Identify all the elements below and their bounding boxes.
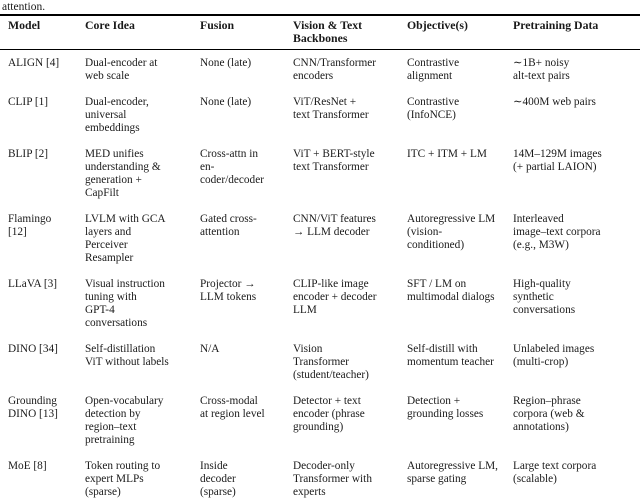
cell-pretraining: Region–phrase corpora (web & annotations… xyxy=(513,395,585,433)
cell-core-idea: Dual-encoder, universal embeddings xyxy=(85,96,149,134)
column-header-model: Model xyxy=(0,15,85,50)
table-row-align: ALIGN [4] Dual-encoder at web scale None… xyxy=(0,50,640,97)
cell-model: DINO [34] xyxy=(8,343,58,355)
cell-backbones: ViT + BERT-style text Transformer xyxy=(293,148,375,173)
table-row-blip: BLIP [2] MED unifies understanding & gen… xyxy=(0,148,640,213)
cell-objectives: Detection + grounding losses xyxy=(407,395,484,420)
cell-model: Flamingo [12] xyxy=(8,213,52,238)
cell-fusion: Cross-modal at region level xyxy=(200,395,265,420)
cell-core-idea: MED unifies understanding & generation +… xyxy=(85,148,161,199)
cell-backbones: CNN/Transformer encoders xyxy=(293,57,377,82)
cell-fusion: None (late) xyxy=(200,57,252,69)
column-header-backbones: Vision & Text Backbones xyxy=(293,15,407,50)
cell-fusion: Inside decoder (sparse) xyxy=(200,460,236,498)
column-header-fusion: Fusion xyxy=(200,15,293,50)
cell-backbones: ViT/ResNet + text Transformer xyxy=(293,96,369,121)
cell-pretraining: Large text corpora (scalable) xyxy=(513,460,597,485)
cell-fusion: None (late) xyxy=(200,96,252,108)
table-row-grounding-dino: Grounding DINO [13] Open-vocabulary dete… xyxy=(0,395,640,460)
cell-fusion: Gated cross- attention xyxy=(200,213,257,238)
cell-objectives: ITC + ITM + LM xyxy=(407,148,487,160)
cell-pretraining: High-quality synthetic conversations xyxy=(513,278,576,316)
table-row-clip: CLIP [1] Dual-encoder, universal embeddi… xyxy=(0,96,640,148)
cell-fusion: Cross-attn in en- coder/decoder xyxy=(200,148,264,186)
cell-backbones: Detector + text encoder (phrase groundin… xyxy=(293,395,365,433)
cell-core-idea: Visual instruction tuning with GPT-4 con… xyxy=(85,278,165,329)
column-header-objectives: Objective(s) xyxy=(407,15,513,50)
cell-backbones: Decoder-only Transformer with experts xyxy=(293,460,372,498)
column-header-core-idea: Core Idea xyxy=(85,15,200,50)
table-header-row: Model Core Idea Fusion Vision & Text Bac… xyxy=(0,15,640,50)
cell-backbones: Vision Transformer (student/teacher) xyxy=(293,343,369,381)
table-row-moe: MoE [8] Token routing to expert MLPs (sp… xyxy=(0,460,640,500)
cell-objectives: Autoregressive LM (vision- conditioned) xyxy=(407,213,496,251)
cell-model: CLIP [1] xyxy=(8,96,49,108)
cell-pretraining: ∼1B+ noisy alt-text pairs xyxy=(513,57,570,82)
cell-objectives: Self-distill with momentum teacher xyxy=(407,343,494,368)
cell-model: ALIGN [4] xyxy=(8,57,60,69)
cell-model: BLIP [2] xyxy=(8,148,49,160)
cell-core-idea: Dual-encoder at web scale xyxy=(85,57,158,82)
cell-fusion: Projector → LLM tokens xyxy=(200,278,257,303)
cell-objectives: SFT / LM on multimodal dialogs xyxy=(407,278,495,303)
cell-core-idea: Open-vocabulary detection by region–text… xyxy=(85,395,164,446)
cell-objectives: Contrastive (InfoNCE) xyxy=(407,96,460,121)
caption-tail-text: attention. xyxy=(2,1,46,13)
cell-backbones: CNN/ViT features → LLM decoder xyxy=(293,213,376,238)
column-header-pretraining-data: Pretraining Data xyxy=(513,15,640,50)
cell-core-idea: Token routing to expert MLPs (sparse) xyxy=(85,460,161,498)
cell-objectives: Contrastive alignment xyxy=(407,57,460,82)
cell-core-idea: LVLM with GCA layers and Perceiver Resam… xyxy=(85,213,166,264)
cell-pretraining: ∼400M web pairs xyxy=(513,96,596,108)
cell-model: Grounding DINO [13] xyxy=(8,395,58,420)
table-row-dino: DINO [34] Self-distillation ViT without … xyxy=(0,343,640,395)
cell-pretraining: Unlabeled images (multi-crop) xyxy=(513,343,595,368)
cell-pretraining: 14M–129M images (+ partial LAION) xyxy=(513,148,602,173)
table-row-flamingo: Flamingo [12] LVLM with GCA layers and P… xyxy=(0,213,640,278)
cell-core-idea: Self-distillation ViT without labels xyxy=(85,343,169,368)
cell-objectives: Autoregressive LM, sparse gating xyxy=(407,460,498,485)
cell-backbones: CLIP-like image encoder + decoder LLM xyxy=(293,278,377,316)
cell-fusion: N/A xyxy=(200,343,220,355)
table-row-llava: LLaVA [3] Visual instruction tuning with… xyxy=(0,278,640,343)
cell-model: MoE [8] xyxy=(8,460,47,472)
cell-pretraining: Interleaved image–text corpora (e.g., M3… xyxy=(513,213,601,251)
model-comparison-table: Model Core Idea Fusion Vision & Text Bac… xyxy=(0,14,640,500)
cell-model: LLaVA [3] xyxy=(8,278,58,290)
